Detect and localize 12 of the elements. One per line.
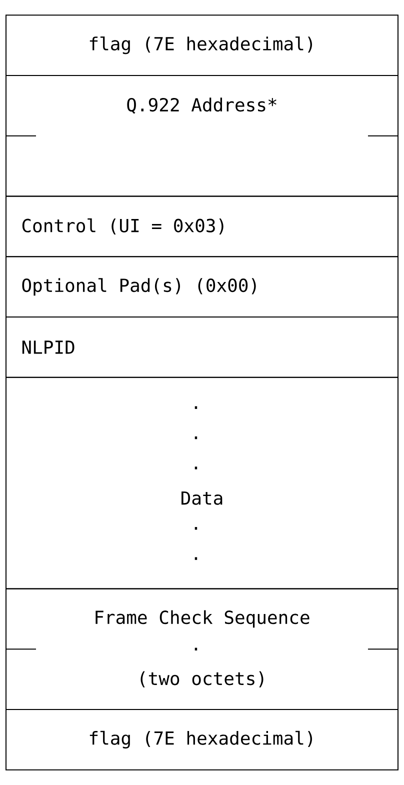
ellipsis-dot: . — [194, 436, 198, 440]
frame-field: flag (7E hexadecimal) — [6, 14, 398, 76]
ellipsis-dot: . — [194, 406, 198, 409]
ellipsis-dot: . — [194, 466, 198, 470]
frame-field: Q.922 Address* — [6, 75, 398, 197]
frame-field: Control (UI = 0x03) — [6, 196, 398, 258]
ellipsis-dot: . — [194, 557, 198, 560]
ellipsis-dot: . — [194, 648, 198, 650]
frame-field: flag (7E hexadecimal) — [6, 709, 398, 770]
frame-field: Optional Pad(s) (0x00) — [6, 256, 398, 318]
frame-field: NLPID — [6, 316, 398, 378]
ellipsis-dot: . — [194, 527, 198, 530]
